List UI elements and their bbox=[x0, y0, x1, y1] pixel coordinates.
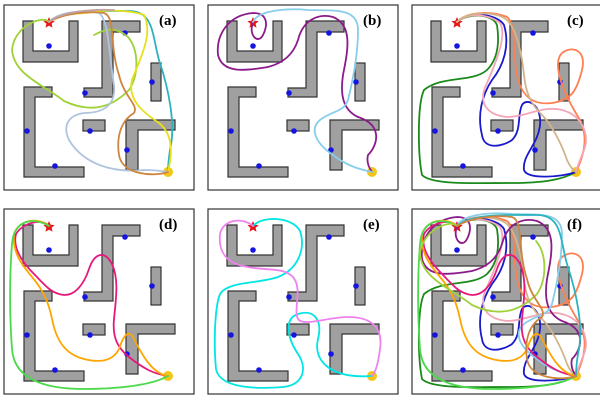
panel-d: (d) bbox=[3, 208, 195, 395]
panel-f: (f) bbox=[411, 208, 600, 395]
trajectories-d bbox=[9, 219, 169, 390]
panel-label-f: (f) bbox=[567, 217, 582, 233]
panel-b: (b) bbox=[207, 4, 399, 191]
trajectories-b bbox=[216, 8, 378, 173]
panel-label-b: (b) bbox=[363, 13, 381, 29]
panel-label-e: (e) bbox=[363, 217, 380, 233]
trajectories-a bbox=[11, 8, 174, 176]
trajectories-f bbox=[417, 212, 587, 390]
trajectories-c bbox=[417, 12, 587, 185]
trajectories-e bbox=[213, 218, 382, 389]
panel-a: (a) bbox=[3, 4, 195, 191]
panel-c: (c) bbox=[411, 4, 600, 191]
panel-e: (e) bbox=[207, 208, 399, 395]
panel-label-d: (d) bbox=[159, 217, 177, 233]
panel-label-c: (c) bbox=[567, 13, 584, 29]
panel-label-a: (a) bbox=[159, 13, 177, 29]
